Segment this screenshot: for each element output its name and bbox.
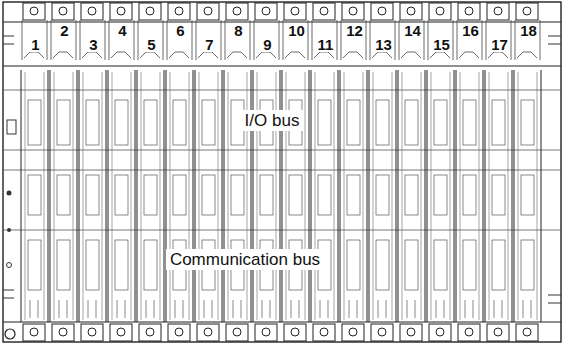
bus-label: Communication bus (166, 249, 324, 270)
slot-number: 8 (233, 23, 243, 38)
slot-number: 10 (287, 23, 306, 38)
slot-number: 5 (146, 37, 156, 52)
slot-number: 12 (345, 23, 364, 38)
slot-number: 2 (59, 23, 69, 38)
slot-number: 11 (317, 37, 335, 52)
slot-number: 16 (461, 23, 480, 38)
slot-number: 9 (262, 37, 272, 52)
slot-number: 15 (432, 37, 451, 52)
slot-number: 1 (30, 37, 40, 52)
slot-number: 7 (204, 37, 214, 52)
slot-number: 17 (490, 37, 509, 52)
slot-number: 13 (374, 37, 393, 52)
slot-number: 6 (175, 23, 185, 38)
slot-number: 3 (88, 37, 98, 52)
slot-number: 18 (519, 23, 538, 38)
bus-label: I/O bus (241, 110, 304, 131)
slot-number: 14 (403, 23, 422, 38)
slot-number: 4 (117, 23, 127, 38)
